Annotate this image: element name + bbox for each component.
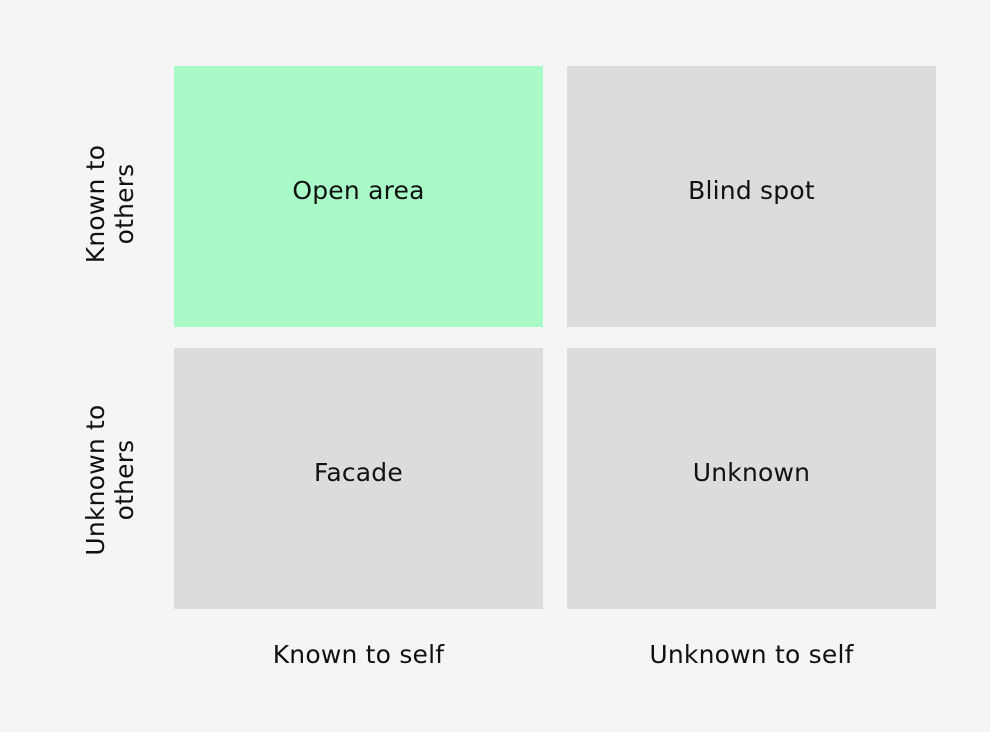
unknown-label: Unknown — [692, 458, 811, 487]
facade-quadrant: Facade — [174, 348, 543, 609]
column-label-unknown-to-self: Unknown to self — [649, 639, 854, 669]
facade-label: Facade — [314, 458, 403, 487]
open-area-quadrant: Open area — [174, 66, 543, 327]
row-label-unknown-to-others: Unknown to others — [78, 350, 142, 611]
blind-spot-quadrant: Blind spot — [567, 66, 936, 327]
row-label-known-to-others: Known to others — [78, 74, 142, 335]
row-label-unknown-to-others-text: Unknown to others — [81, 404, 139, 556]
row-label-known-to-others-text: Known to others — [81, 144, 139, 264]
unknown-quadrant: Unknown — [567, 348, 936, 609]
column-label-known-to-self: Known to self — [272, 639, 445, 669]
blind-spot-label: Blind spot — [688, 176, 815, 205]
open-area-label: Open area — [292, 176, 425, 205]
